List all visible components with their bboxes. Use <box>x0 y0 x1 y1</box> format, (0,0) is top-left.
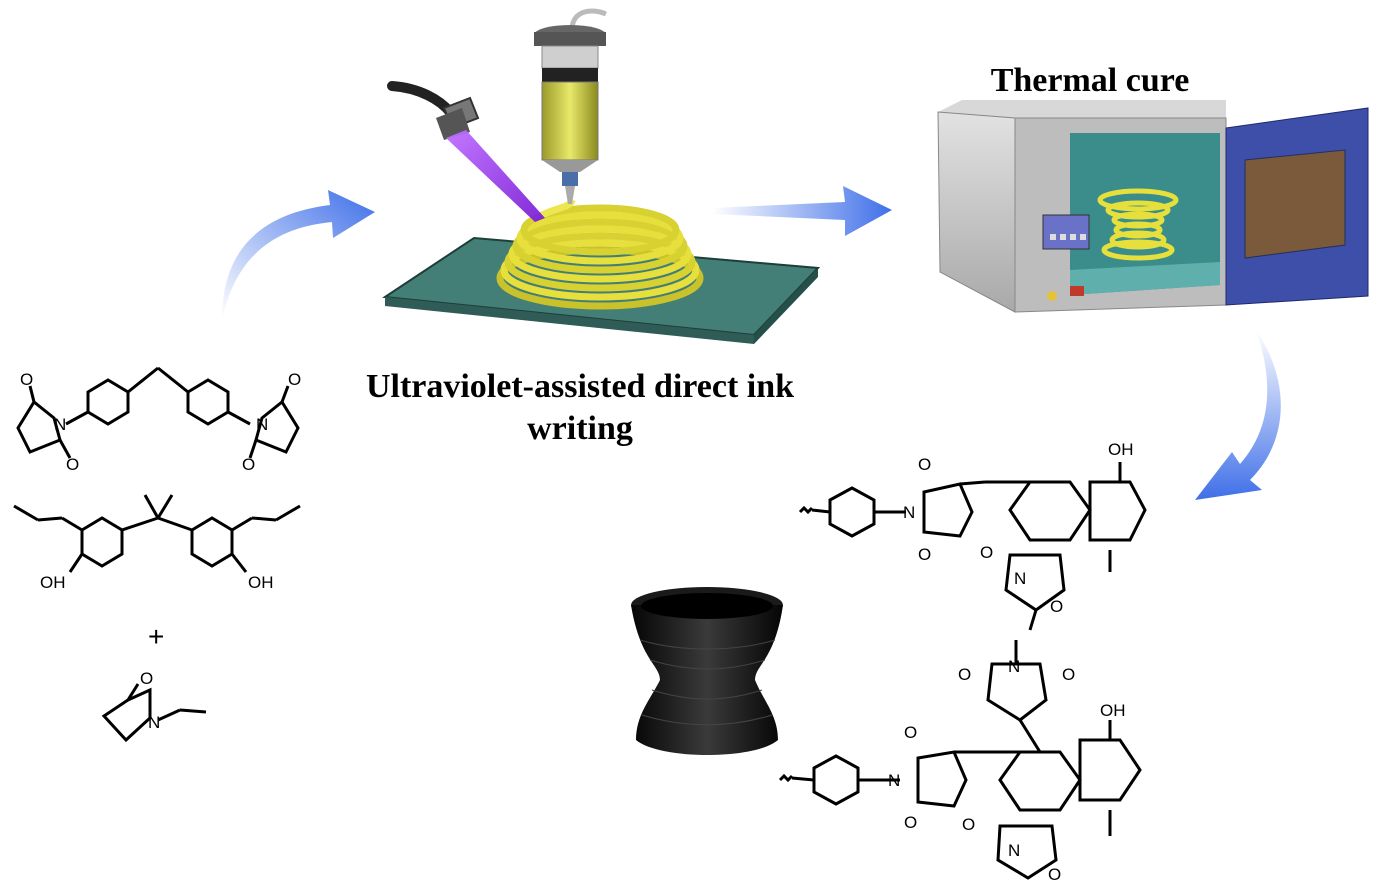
atom-o: O <box>904 813 917 832</box>
atom-o: O <box>918 545 931 564</box>
atom-o: O <box>1050 597 1063 616</box>
atom-n: N <box>903 503 915 522</box>
atom-oh: OH <box>40 573 66 592</box>
process-arrow-icon <box>712 186 892 236</box>
monomer-diallyl-bisphenol <box>13 494 301 573</box>
atom-o: O <box>980 543 993 562</box>
atom-o: O <box>140 669 153 688</box>
atom-n: N <box>1008 841 1020 860</box>
atom-n: N <box>1014 569 1026 588</box>
atom-n: N <box>54 415 66 434</box>
atom-o: O <box>242 455 255 474</box>
atom-o: O <box>1048 865 1061 884</box>
printed-coil <box>496 198 704 310</box>
atom-n: N <box>148 713 160 732</box>
atom-n: N <box>888 771 900 790</box>
atom-o: O <box>1062 665 1075 684</box>
network-structure-upper <box>798 462 1147 631</box>
atom-o: O <box>958 665 971 684</box>
process-arrow-icon <box>1195 330 1281 500</box>
syringe-icon <box>534 8 607 204</box>
atom-o: O <box>904 723 917 742</box>
atom-n: N <box>256 415 268 434</box>
uv-process-label: Ultraviolet-assisted direct ink writing <box>365 368 795 447</box>
atom-o: O <box>962 815 975 834</box>
uv-lamp-icon <box>387 81 545 222</box>
atom-o: O <box>66 455 79 474</box>
plus-sign: + <box>148 621 164 652</box>
printed-cup-icon <box>631 587 783 755</box>
thermal-cure-label: Thermal cure <box>990 62 1190 99</box>
atom-o: O <box>288 370 301 389</box>
atom-oh: OH <box>248 573 274 592</box>
process-arrow-icon <box>222 190 375 320</box>
atom-oh: OH <box>1100 701 1126 720</box>
network-structure-lower <box>778 640 1142 880</box>
monomer-bismaleimide <box>16 366 300 459</box>
oven-icon <box>937 100 1369 313</box>
atom-o: O <box>20 370 33 389</box>
monomer-vinylpyrrolidone <box>101 683 207 743</box>
atom-n: N <box>1008 657 1020 676</box>
atom-oh: OH <box>1108 440 1134 459</box>
atom-o: O <box>918 455 931 474</box>
